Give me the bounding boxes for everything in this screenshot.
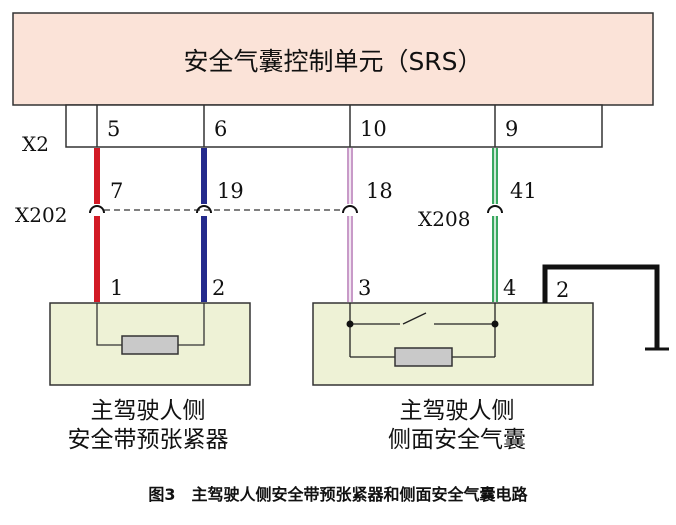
side-airbag-label-line2: 侧面安全气囊 [388, 427, 526, 453]
figure-caption: 图3 主驾驶人侧安全带预张紧器和侧面安全气囊电路 [148, 485, 528, 504]
side-airbag-ground-pin-label: 2 [556, 278, 569, 302]
x2-pin-dividers [96, 105, 496, 147]
x202-pin-label: 7 [110, 179, 123, 203]
pretensioner-pin-label: 1 [110, 276, 123, 300]
pretensioner-internal-circuit [96, 303, 205, 346]
connector-arc-symbols [89, 205, 503, 214]
side-airbag-igniter-element [394, 347, 453, 367]
srs-control-unit-title: 安全气囊控制单元（SRS） [183, 47, 482, 76]
connector-pin-18-label: 18 [366, 179, 393, 203]
x2-pin-label: 5 [107, 117, 120, 141]
x208-connector-label: X208 [418, 207, 470, 231]
pretensioner-pin-label: 2 [212, 276, 225, 300]
pretensioner-igniter-element [121, 335, 179, 355]
side-airbag-junction-dot [346, 320, 354, 328]
side-airbag-box [312, 302, 594, 386]
side-airbag-label-line1: 主驾驶人侧 [400, 398, 515, 424]
x208-pin-label: 41 [510, 179, 537, 203]
srs-control-unit-box [12, 12, 654, 106]
x202-pin-label: 19 [217, 179, 244, 203]
side-airbag-pin-label: 3 [358, 276, 371, 300]
x202-connector-label: X202 [15, 203, 67, 227]
ground-wire [542, 264, 660, 348]
pretensioner-label-line2: 安全带预张紧器 [68, 427, 229, 453]
side-airbag-junction-dot [491, 320, 499, 328]
side-airbag-pin-label: 4 [503, 276, 516, 300]
side-airbag-internal-circuit [349, 303, 496, 358]
x2-connector-strip [65, 104, 603, 148]
pretensioner-label-line1: 主驾驶人侧 [91, 398, 206, 424]
x2-pin-label: 6 [214, 117, 227, 141]
x2-pin-label: 10 [360, 117, 387, 141]
x2-pin-label: 9 [505, 117, 518, 141]
x2-connector-label: X2 [22, 132, 49, 156]
